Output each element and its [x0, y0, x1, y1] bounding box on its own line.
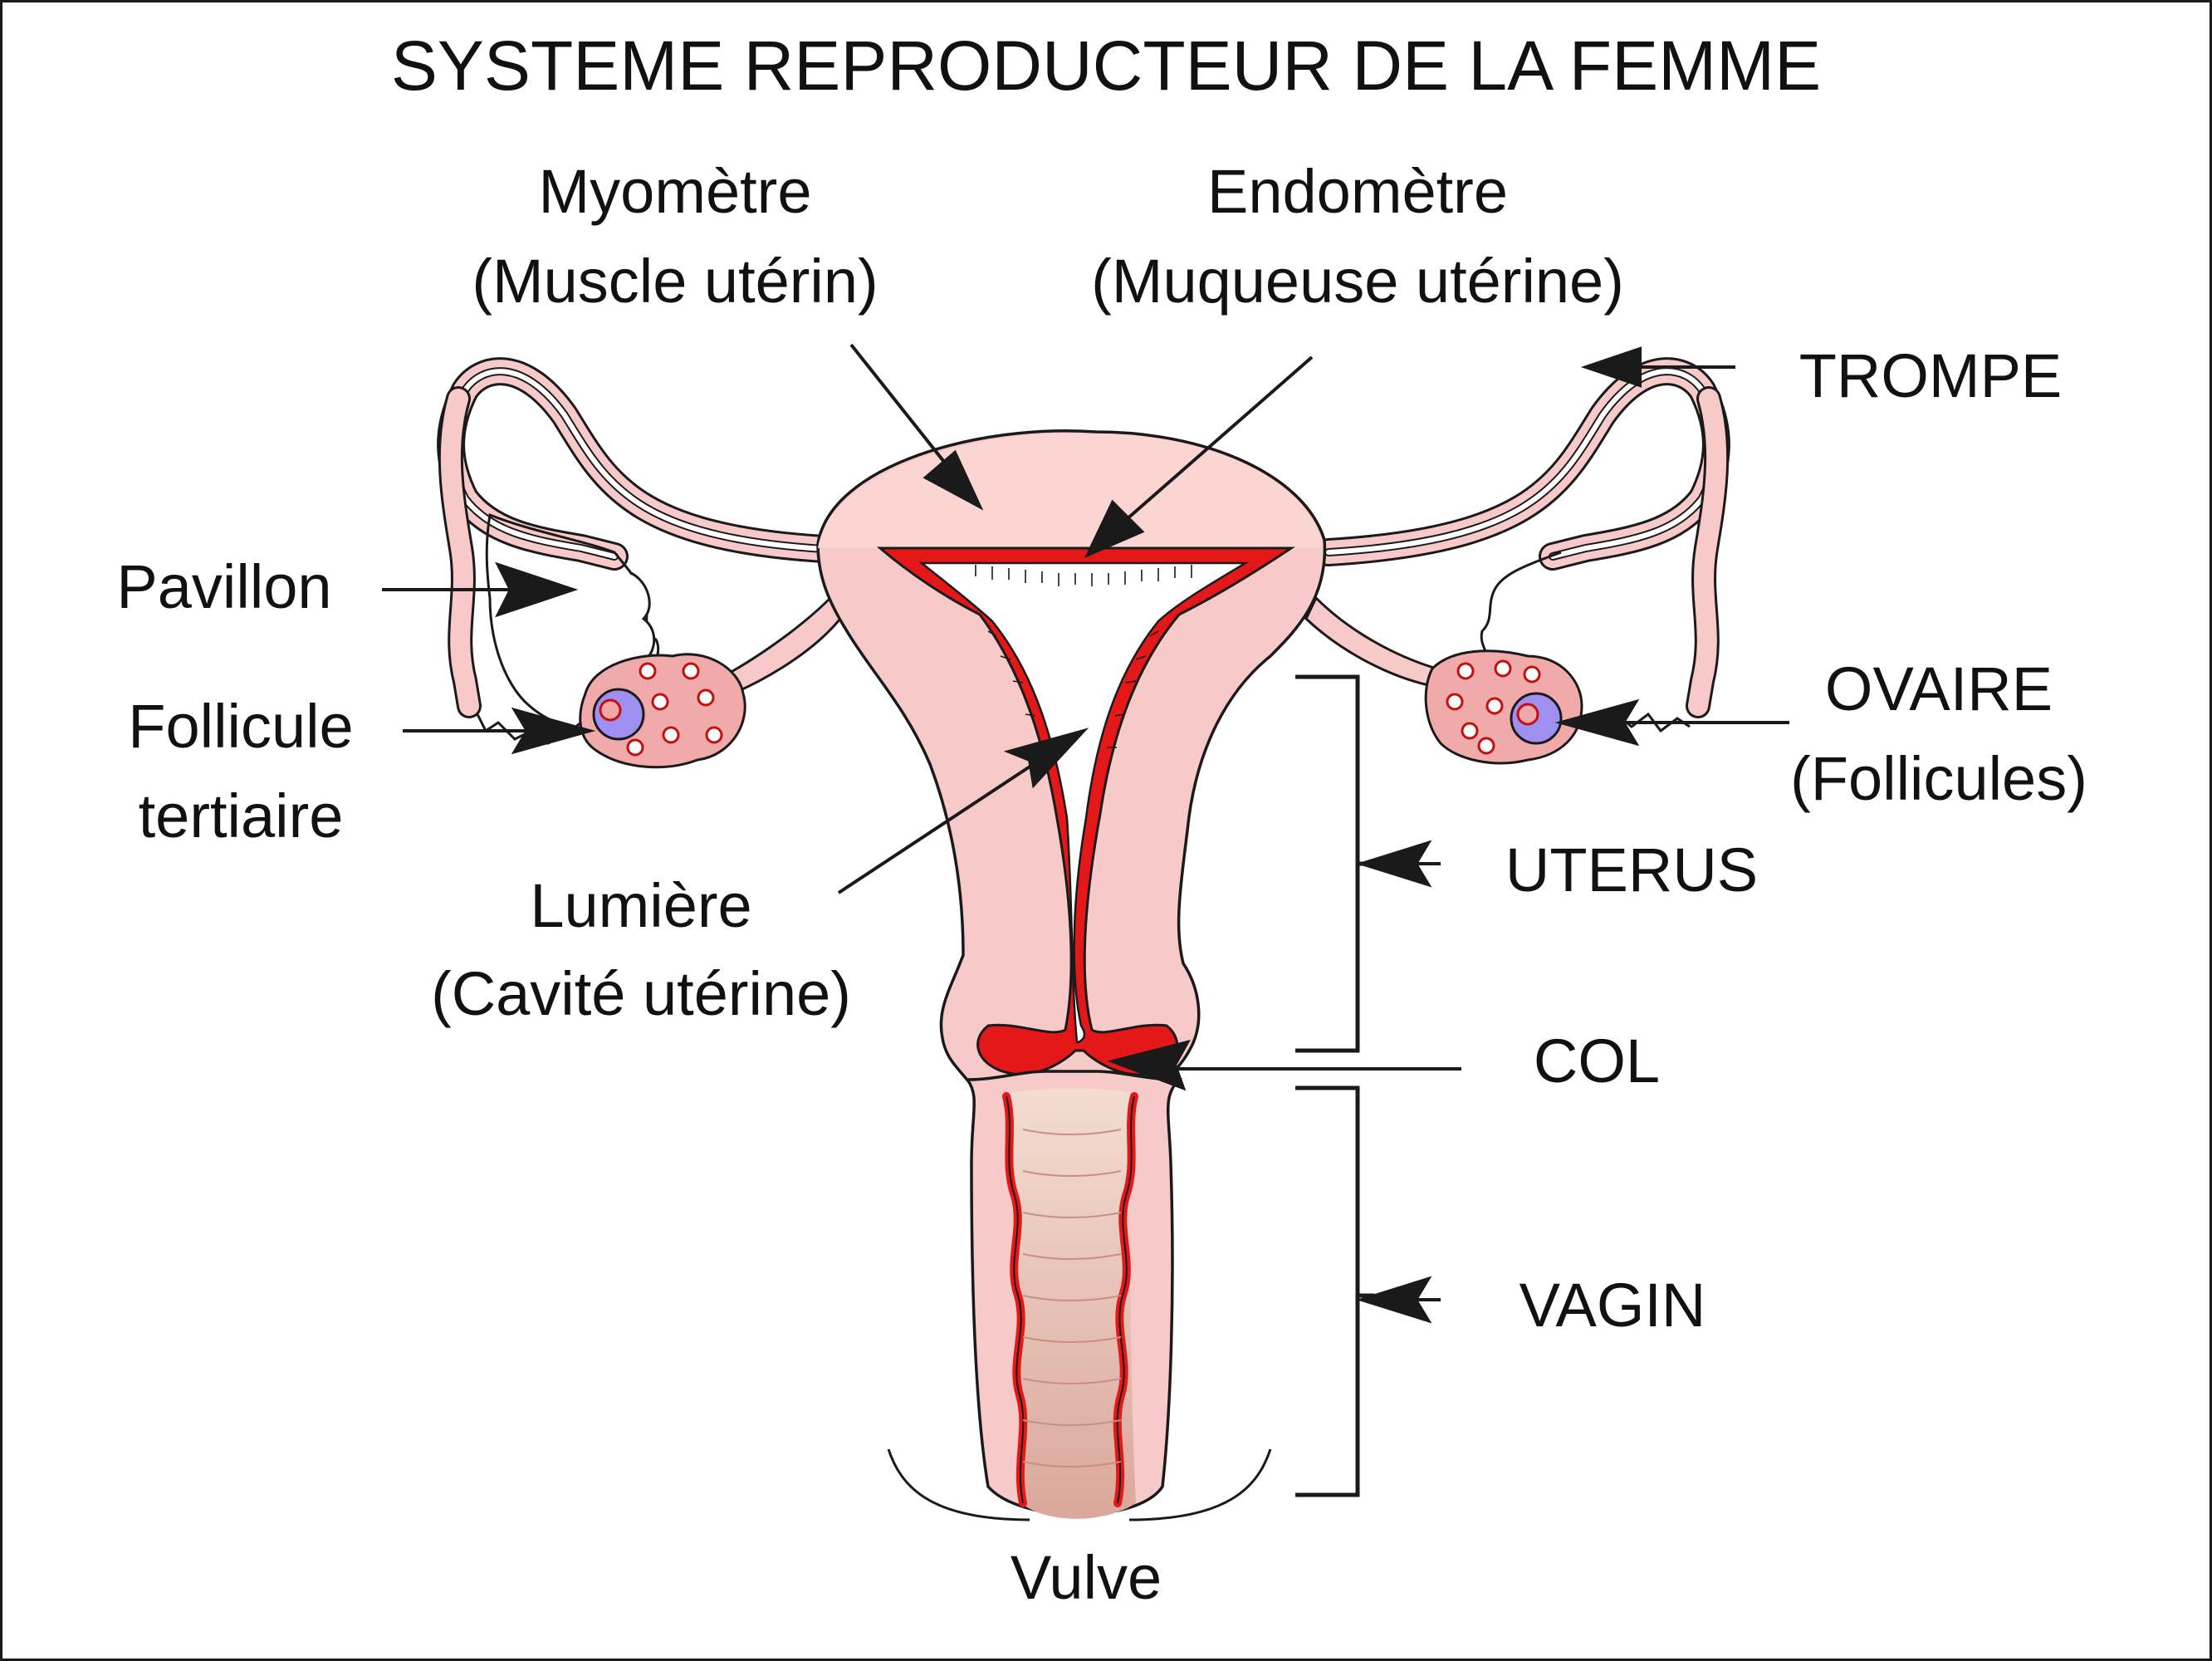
label-lumiere-sub: (Cavité utérine): [431, 959, 851, 1028]
label-ovaire: OVAIRE: [1825, 654, 2053, 723]
arrow-col: [1107, 1039, 1461, 1091]
label-ovaire-sub: (Follicules): [1790, 744, 2087, 813]
right-fallopian-tube: [1314, 357, 1730, 718]
vulva-right-curve: [1128, 1448, 1272, 1521]
vagina-right-lining-outline: [1116, 1095, 1135, 1504]
label-follicule: Follicule: [128, 692, 353, 761]
arrow-lumiere: [837, 728, 1089, 894]
label-myometre: Myomètre: [539, 157, 812, 226]
diagram-title: SYSTEME REPRODUCTEUR DE LA FEMME: [391, 27, 1821, 105]
label-vulve: Vulve: [1011, 1543, 1162, 1612]
label-endometre: Endomètre: [1207, 157, 1508, 226]
label-pavillon: Pavillon: [116, 552, 331, 621]
right-ovary: [1424, 649, 1583, 765]
arrow-pavillon: [382, 561, 579, 618]
label-follicule-sub: tertiaire: [139, 782, 344, 850]
uterine-fundus: [818, 433, 1323, 548]
label-uterus: UTERUS: [1505, 835, 1758, 904]
vagina-bracket: [1295, 1085, 1374, 1497]
endometrium-texture: [975, 565, 1192, 748]
vagina-left-lining-outline: [1006, 1095, 1025, 1504]
arrow-trompe: [1580, 346, 1735, 388]
arrow-myometre: [849, 343, 984, 511]
arrow-endometre: [1084, 355, 1314, 558]
arrow-ovaire: [1554, 698, 1789, 747]
vulva-left-curve: [887, 1448, 1030, 1521]
label-lumiere: Lumière: [530, 871, 751, 940]
left-ovary: [579, 653, 746, 769]
left-ovary-follicles: [626, 662, 723, 757]
label-col: COL: [1534, 1026, 1660, 1095]
uterine-cavity: [918, 561, 1250, 1044]
arrow-follicule: [403, 707, 596, 755]
right-tertiary-follicle: [1510, 692, 1563, 745]
label-myometre-sub: (Muscle utérin): [472, 247, 878, 316]
left-tertiary-follicle: [592, 688, 645, 741]
label-vagin: VAGIN: [1520, 1271, 1706, 1340]
label-trompe: TROMPE: [1799, 341, 2063, 410]
arrow-uterus: [1356, 840, 1441, 888]
pointer-arrows: [382, 343, 1789, 1324]
label-endometre-sub: (Muqueuse utérine): [1091, 247, 1624, 316]
vaginal-rugae: [1022, 1129, 1122, 1467]
vagina-lumen: [1005, 1088, 1136, 1519]
arrow-vagin: [1356, 1276, 1441, 1324]
right-ovarian-ligament: [1304, 595, 1439, 687]
right-ovary-follicles: [1446, 659, 1541, 755]
